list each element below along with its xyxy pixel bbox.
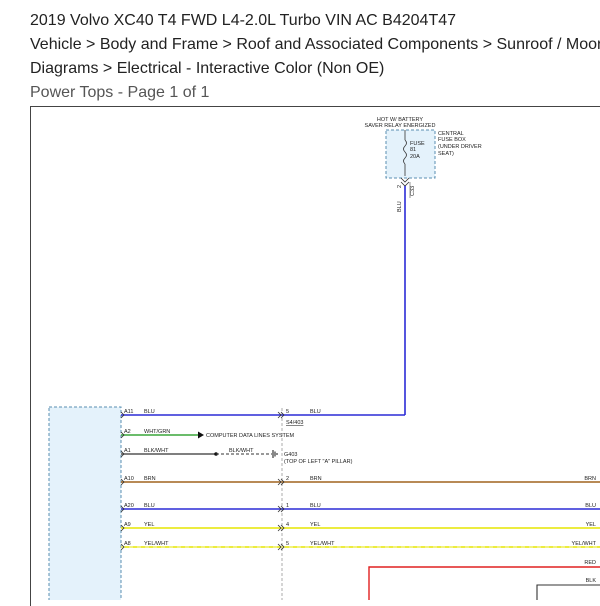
wire-edge-label: YEL/WHT bbox=[572, 541, 597, 547]
page-title: Power Tops bbox=[30, 84, 114, 101]
left-module-component[interactable] bbox=[48, 406, 122, 600]
arrow-icon bbox=[198, 431, 204, 439]
wire-right-label: YEL bbox=[310, 522, 320, 528]
diagram-frame bbox=[30, 106, 600, 606]
pin-label: A9 bbox=[124, 522, 131, 528]
data-lines-label: COMPUTER DATA LINES SYSTEM bbox=[206, 433, 295, 439]
wire-color-label: BLK/WHT bbox=[144, 448, 169, 454]
connector-pin: 4 bbox=[286, 522, 289, 528]
wire-blu-vertical-label: BLU bbox=[397, 201, 403, 212]
fusebox-line1: CENTRAL bbox=[438, 131, 464, 137]
wire-right-label: BLU bbox=[310, 409, 321, 415]
fuse-box-component[interactable] bbox=[385, 129, 436, 179]
wire-edge-label: BRN bbox=[584, 476, 596, 482]
pin-label: A1 bbox=[124, 448, 131, 454]
splice-connector-id: S4/403 bbox=[286, 420, 303, 426]
wire-a8[interactable]: A8 YEL/WHT 5 YEL/WHT YEL/WHT bbox=[121, 541, 600, 548]
wire-blk[interactable]: BLK bbox=[536, 578, 600, 600]
wire-right-label: BLU bbox=[310, 503, 321, 509]
fuse-label: FUSE bbox=[410, 141, 425, 147]
pin-label: A2 bbox=[124, 429, 131, 435]
fuse-number: 81 bbox=[410, 147, 416, 153]
page-separator: - bbox=[113, 84, 128, 101]
wire-a9[interactable]: A9 YEL 4 YEL YEL bbox=[121, 522, 600, 529]
wire-a11[interactable]: A11 BLU 5 S4/403 BLU bbox=[121, 409, 405, 426]
wire-line[interactable] bbox=[368, 566, 600, 600]
ground-location: (TOP OF LEFT "A" PILLAR) bbox=[284, 459, 353, 465]
wire-color-label: YEL bbox=[144, 522, 154, 528]
pin-label: A8 bbox=[124, 541, 131, 547]
vehicle-title: 2019 Volvo XC40 T4 FWD L4-2.0L Turbo VIN… bbox=[30, 12, 457, 29]
fuse-symbol bbox=[403, 139, 407, 165]
fusebox-line2: FUSE BOX bbox=[438, 137, 466, 143]
wire-right-label: BRN bbox=[310, 476, 322, 482]
wire-edge-label: BLU bbox=[585, 503, 596, 509]
fuse-connector-id: C33 bbox=[410, 186, 416, 196]
ground-icon bbox=[272, 450, 278, 458]
fuse-caption-1: HOT W/ BATTERY bbox=[377, 117, 423, 123]
connector-pin: 5 bbox=[286, 409, 289, 415]
wire-line[interactable] bbox=[536, 584, 600, 600]
wire-color-label: BLU bbox=[144, 503, 155, 509]
wire-a1[interactable]: A1 BLK/WHT BLK/WHT G403 (TOP OF LEFT "A"… bbox=[121, 448, 353, 465]
module-pin-symbols bbox=[120, 411, 125, 551]
fuse-rating: 20A bbox=[410, 154, 420, 160]
wire-mid-label: BLK/WHT bbox=[229, 448, 254, 454]
page-label: Page 1 of 1 bbox=[127, 84, 210, 101]
wire-blk-label: BLK bbox=[586, 578, 597, 584]
wire-red[interactable]: RED bbox=[368, 560, 600, 600]
breadcrumb[interactable]: Vehicle > Body and Frame > Roof and Asso… bbox=[30, 36, 600, 53]
inline-connector-symbols bbox=[277, 411, 285, 551]
wire-color-label: YEL/WHT bbox=[144, 541, 169, 547]
wire-a2[interactable]: A2 WHT/GRN COMPUTER DATA LINES SYSTEM bbox=[121, 429, 295, 439]
wire-edge-label: YEL bbox=[586, 522, 596, 528]
wire-a10[interactable]: A10 BRN 2 BRN BRN bbox=[121, 476, 600, 483]
connector-pin: 2 bbox=[286, 476, 289, 482]
wire-red-label: RED bbox=[584, 560, 596, 566]
fuse-connector-symbol bbox=[400, 177, 410, 183]
ground-label: G403 bbox=[284, 452, 297, 458]
connector-pin: 1 bbox=[286, 503, 289, 509]
pin-label: A20 bbox=[124, 503, 134, 509]
connector-pin: 5 bbox=[286, 541, 289, 547]
breadcrumb-continued[interactable]: Diagrams > Electrical - Interactive Colo… bbox=[30, 60, 385, 77]
wire-color-label: WHT/GRN bbox=[144, 429, 170, 435]
fuse-caption-2: SAVER RELAY ENERGIZED bbox=[365, 123, 436, 129]
pin-label: A10 bbox=[124, 476, 134, 482]
fusebox-line3: (UNDER DRIVER bbox=[438, 144, 482, 150]
wire-color-label: BRN bbox=[144, 476, 156, 482]
wire-a20[interactable]: A20 BLU 1 BLU BLU bbox=[121, 503, 600, 510]
wire-color-label: BLU bbox=[144, 409, 155, 415]
wire-right-label: YEL/WHT bbox=[310, 541, 335, 547]
fuse-pin: 2 bbox=[397, 185, 403, 188]
pin-label: A11 bbox=[124, 409, 133, 415]
fusebox-line4: SEAT) bbox=[438, 151, 454, 157]
page-title-row: Power Tops - Page 1 of 1 bbox=[30, 84, 209, 102]
